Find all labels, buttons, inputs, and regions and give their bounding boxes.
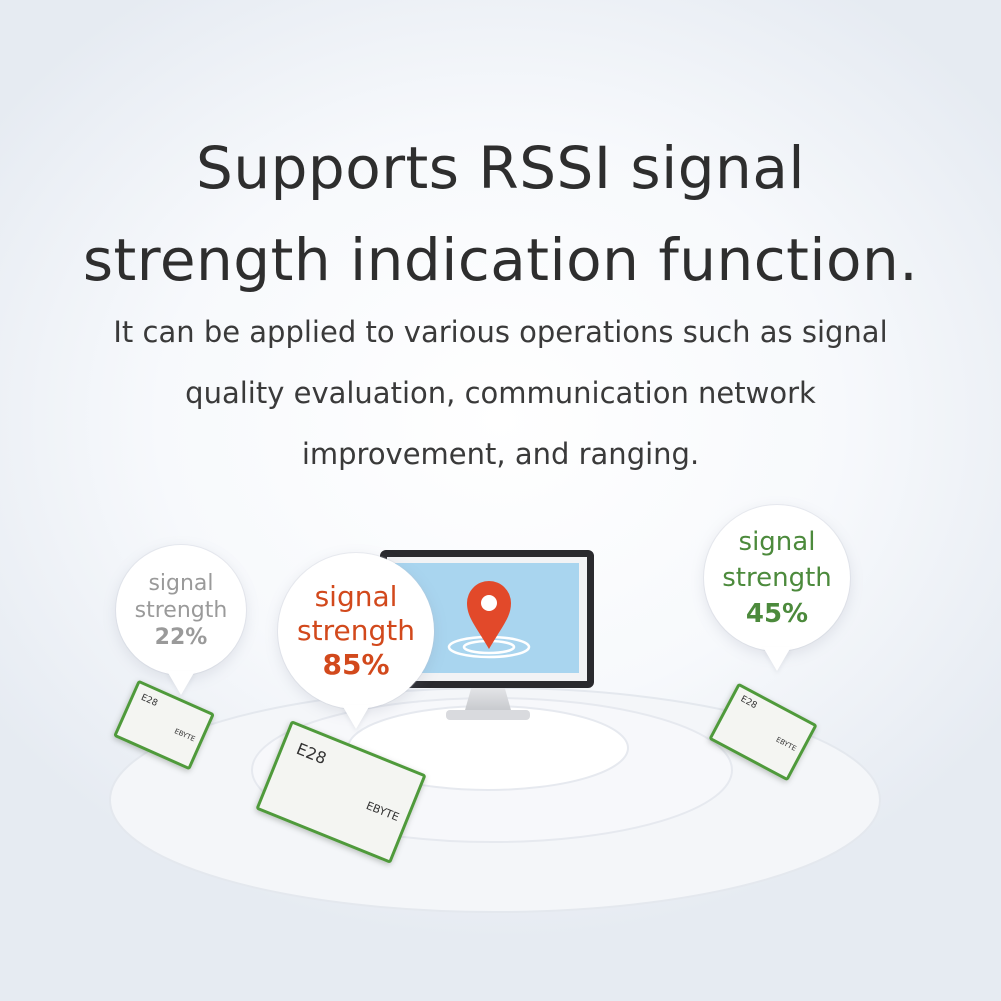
bubble-label-line-2: strength [297, 614, 415, 647]
monitor-base [446, 710, 530, 720]
monitor-stand [464, 688, 512, 712]
bubble-label-line-1: signal [148, 570, 214, 596]
description: It can be applied to various operations … [60, 302, 941, 485]
description-line-1: It can be applied to various operations … [113, 315, 888, 349]
module-brand-label: EBYTE [173, 727, 197, 744]
bubble-tail [763, 647, 791, 671]
headline-line-1: Supports RSSI signal [196, 134, 805, 202]
signal-bubble-45: signal strength 45% [704, 505, 850, 671]
location-pin-icon [447, 581, 531, 659]
bubble-label-line-2: strength [722, 563, 832, 593]
headline-line-2: strength indication function. [82, 226, 919, 294]
module-model-label: E28 [139, 692, 159, 709]
module-model-label: E28 [738, 694, 759, 712]
signal-bubble-85: signal strength 85% [278, 553, 434, 729]
module-brand-label: EBYTE [774, 735, 798, 753]
description-line-3: improvement, and ranging. [301, 437, 700, 471]
module-brand-label: EBYTE [364, 799, 401, 824]
bubble-label-line-1: signal [314, 580, 398, 613]
module-model-label: E28 [293, 739, 330, 769]
bubble-percent: 22% [154, 624, 208, 650]
bubble-tail [342, 705, 370, 729]
bubble-percent: 85% [322, 648, 390, 681]
bubble-label-line-2: strength [134, 597, 228, 623]
bubble-label-line-1: signal [738, 527, 816, 557]
description-line-2: quality evaluation, communication networ… [185, 376, 816, 410]
headline: Supports RSSI signal strength indication… [0, 122, 1001, 306]
signal-bubble-22: signal strength 22% [116, 545, 246, 695]
bubble-percent: 45% [745, 599, 809, 629]
bubble-tail [167, 671, 195, 695]
